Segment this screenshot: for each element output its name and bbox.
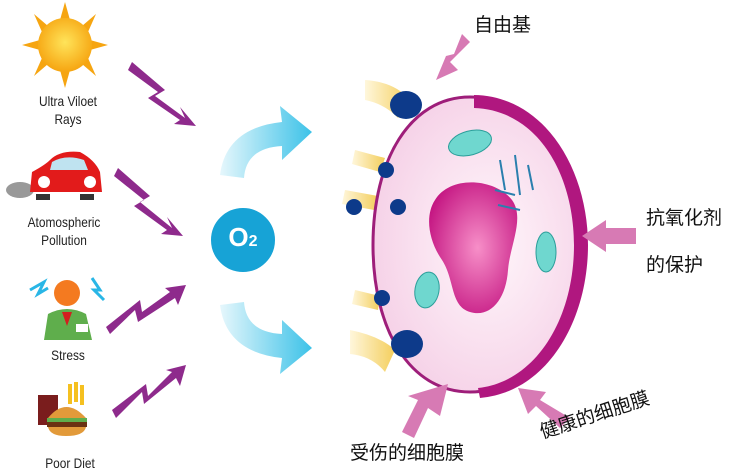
source-label-stress: Stress [51, 347, 85, 363]
label-line: Pollution [41, 232, 87, 248]
zigzag-arrow-pollution [114, 168, 183, 236]
car-icon [6, 151, 102, 200]
free-radical-label: 自由基 [474, 14, 532, 36]
mitochondria [414, 129, 557, 309]
antioxidant-label-line2: 的保护 [646, 254, 704, 276]
free-radical-arrow [436, 34, 470, 80]
nucleus [429, 182, 518, 314]
oxygen-symbol: O [228, 222, 249, 252]
antioxidant-arrow [582, 220, 636, 252]
damaged-membrane-arrow [402, 384, 448, 438]
zigzag-arrow-stress [106, 285, 186, 334]
sun-icon [22, 2, 108, 88]
damaged-membrane-label: 受伤的细胞膜 [350, 442, 465, 464]
healthy-membrane-arrow [518, 388, 570, 428]
zigzag-arrow-diet [112, 365, 186, 418]
zigzag-arrow-uv [128, 62, 196, 126]
oxygen-label: O2 [210, 222, 276, 253]
antioxidant-label-line1: 抗氧化剂 [646, 207, 723, 229]
zigzag-arrows [106, 62, 196, 418]
cell [371, 95, 588, 398]
label-arrows [402, 34, 636, 438]
label-line: Atomospheric [27, 214, 101, 230]
oxygen-molecule [209, 206, 277, 274]
label-line: Ultra Viloet [39, 93, 97, 109]
free-radicals [346, 91, 423, 358]
label-line: Rays [54, 111, 82, 127]
endoplasmic-reticulum [494, 154, 534, 211]
source-label-diet: Poor Diet [45, 455, 95, 471]
oxygen-subscript: 2 [248, 233, 258, 250]
stressed-person-icon [29, 277, 106, 340]
oxygen-flow-arrows [220, 106, 312, 374]
healthy-membrane-segment [474, 95, 588, 398]
fast-food-icon [38, 382, 87, 436]
